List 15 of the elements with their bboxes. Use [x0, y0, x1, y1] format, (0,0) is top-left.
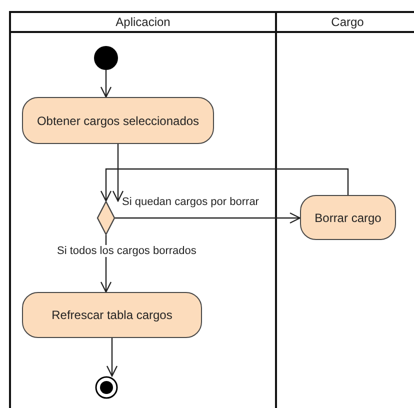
- lane-title: Aplicacion: [116, 16, 170, 28]
- arrow: [115, 212, 301, 224]
- edge-label: Si todos los cargos borrados: [56, 245, 198, 258]
- decision-diamond: [97, 201, 115, 235]
- edge-label: Si quedan cargos por borrar: [121, 196, 260, 208]
- arrow: [106, 338, 118, 377]
- start-node: [94, 46, 118, 70]
- arrow: [112, 144, 124, 202]
- arrow: [100, 70, 112, 98]
- action-box: Obtener cargos seleccionados: [22, 97, 214, 144]
- end-node: [95, 376, 118, 399]
- action-box: Borrar cargo: [300, 195, 396, 240]
- arrow: [100, 168, 349, 202]
- lane-title: Cargo: [331, 16, 364, 28]
- action-box: Refrescar tabla cargos: [22, 292, 202, 338]
